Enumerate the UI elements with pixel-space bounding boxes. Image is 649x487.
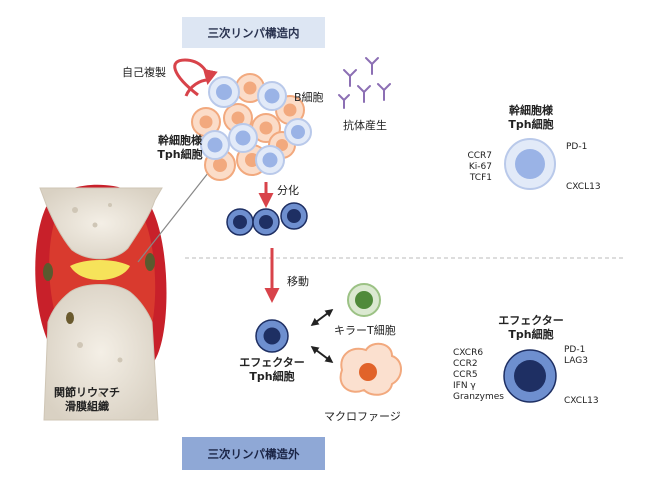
effector-marker-pd1: PD-1 bbox=[564, 345, 586, 355]
joint-illustration bbox=[35, 184, 167, 421]
label-effector-tph: エフェクター Tph細胞 bbox=[232, 356, 312, 384]
label-macrophage: マクロファージ bbox=[324, 410, 401, 423]
tcell-row bbox=[226, 202, 308, 236]
killer-interaction-arrow bbox=[310, 309, 334, 326]
label-ra-tissue: 関節リウマチ 滑膜組織 bbox=[44, 386, 130, 414]
stemlike-marker-ccr7: CCR7 bbox=[467, 151, 492, 161]
label-stemlike-tph: 幹細胞様 Tph細胞 bbox=[152, 134, 208, 162]
zoom-pointer-line bbox=[137, 167, 213, 263]
effector-panel-left-markers: CXCR6 CCR2 CCR5 IFN γ Granzymes bbox=[453, 348, 504, 403]
effector-panel-title-line2: Tph細胞 bbox=[508, 328, 554, 341]
stemlike-panel-title-line1: 幹細胞様 bbox=[509, 104, 553, 117]
effector-panel-title: エフェクター Tph細胞 bbox=[490, 314, 572, 342]
label-self-renewal: 自己複製 bbox=[122, 66, 166, 79]
label-antibody-production: 抗体産生 bbox=[343, 119, 387, 132]
effector-marker-granzymes: Granzymes bbox=[453, 392, 504, 402]
label-stemlike-tph-line1: 幹細胞様 bbox=[158, 134, 202, 147]
banner-inside-bg bbox=[182, 17, 325, 48]
label-killer-t: キラーT細胞 bbox=[334, 324, 396, 337]
effector-panel-title-line1: エフェクター bbox=[498, 314, 564, 327]
label-ra-tissue-line1: 関節リウマチ bbox=[54, 386, 120, 399]
label-effector-tph-line1: エフェクター bbox=[239, 356, 305, 369]
label-b-cell: B細胞 bbox=[294, 91, 324, 104]
effector-marker-cxcl13: CXCL13 bbox=[564, 396, 599, 406]
macrophage-cell bbox=[339, 342, 402, 396]
cell-cluster bbox=[191, 73, 312, 181]
label-migration: 移動 bbox=[287, 275, 309, 288]
effector-marker-ccr5: CCR5 bbox=[453, 370, 478, 380]
label-ra-tissue-line2: 滑膜組織 bbox=[65, 400, 109, 413]
stemlike-panel-left-markers: CCR7 Ki-67 TCF1 bbox=[452, 151, 492, 184]
effector-tph-cell bbox=[255, 319, 289, 353]
effector-panel-cell bbox=[503, 349, 557, 403]
effector-marker-cxcr6: CXCR6 bbox=[453, 348, 484, 358]
effector-panel-right-markers: PD-1 LAG3 bbox=[564, 345, 588, 367]
effector-marker-ifng: IFN γ bbox=[453, 381, 476, 391]
effector-marker-ccr2: CCR2 bbox=[453, 359, 478, 369]
stemlike-marker-tcf1: TCF1 bbox=[469, 173, 492, 183]
stemlike-marker-cxcl13: CXCL13 bbox=[566, 182, 601, 192]
stemlike-panel-cell bbox=[504, 138, 556, 190]
killer-t-cell bbox=[347, 283, 381, 317]
label-effector-tph-line2: Tph細胞 bbox=[249, 370, 295, 383]
antibody-icons bbox=[338, 57, 391, 109]
stemlike-marker-ki67: Ki-67 bbox=[468, 162, 492, 172]
stemlike-panel-title: 幹細胞様 Tph細胞 bbox=[496, 104, 566, 132]
label-stemlike-tph-line2: Tph細胞 bbox=[157, 148, 203, 161]
macrophage-interaction-arrow bbox=[310, 346, 334, 363]
stemlike-panel-title-line2: Tph細胞 bbox=[508, 118, 554, 131]
banner-outside-tls: 三次リンパ構造外 bbox=[207, 446, 300, 461]
banner-outside-bg bbox=[182, 437, 325, 470]
self-renewal-arrow bbox=[173, 58, 218, 97]
stemlike-marker-pd1: PD-1 bbox=[566, 142, 588, 152]
banner-inside-tls: 三次リンパ構造内 bbox=[207, 25, 300, 40]
effector-marker-lag3: LAG3 bbox=[564, 356, 588, 366]
label-differentiation: 分化 bbox=[277, 184, 299, 197]
